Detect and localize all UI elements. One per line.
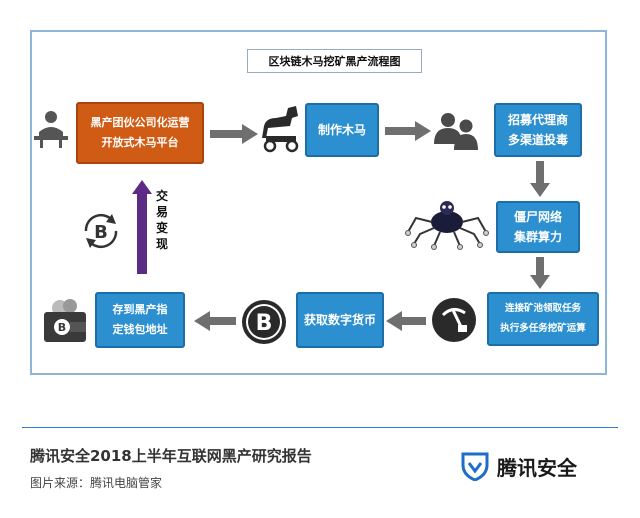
botnet-line-2: 集群算力 bbox=[513, 230, 562, 244]
botnet-box: 僵尸网络 集群算力 bbox=[496, 201, 580, 253]
shield-icon bbox=[461, 452, 489, 481]
report-title: 腾讯安全2018上半年互联网黑产研究报告 bbox=[30, 447, 312, 465]
wallet-line-2: 定钱包地址 bbox=[112, 323, 168, 336]
bitcoin-coin-icon: B bbox=[242, 300, 286, 344]
mining-box: 连接矿池领取任务 执行多任务挖矿运算 bbox=[487, 292, 599, 346]
wallet-icon: B bbox=[44, 299, 86, 342]
make-trojan-box: 制作木马 bbox=[305, 103, 379, 157]
arrow-gang-to-horse bbox=[210, 124, 258, 144]
bitcoin-cycle-icon: B bbox=[84, 213, 118, 249]
arrow-botnet-to-mining bbox=[530, 257, 550, 289]
people-icon bbox=[434, 113, 478, 150]
brand-name: 腾讯安全 bbox=[497, 455, 577, 480]
mining-line-2: 执行多任务挖矿运算 bbox=[500, 323, 586, 334]
arrow-recruit-to-botnet bbox=[530, 161, 550, 197]
get-coin-label: 获取数字货币 bbox=[303, 313, 376, 327]
arrow-mining-to-coin bbox=[386, 311, 426, 331]
image-source: 图片来源：腾讯电脑管家 bbox=[30, 476, 163, 490]
gang-line-1: 黑产团伙公司化运营 bbox=[90, 116, 190, 129]
arrow-trojan-to-people bbox=[385, 121, 431, 141]
make-trojan-label: 制作木马 bbox=[317, 123, 366, 137]
recruit-box: 招募代理商 多渠道投毒 bbox=[494, 103, 582, 157]
diagram-title: 区块链木马挖矿黑产流程图 bbox=[247, 49, 422, 73]
spider-robot-icon bbox=[405, 201, 489, 250]
wallet-line-1: 存到黑产指 bbox=[112, 303, 168, 316]
mining-line-1: 连接矿池领取任务 bbox=[504, 303, 581, 314]
businessman-icon bbox=[34, 111, 68, 148]
svg-text:B: B bbox=[58, 321, 66, 334]
pickaxe-icon bbox=[432, 298, 476, 342]
svg-text:B: B bbox=[94, 222, 108, 243]
footer-divider bbox=[22, 427, 618, 428]
wallet-box: 存到黑产指 定钱包地址 bbox=[95, 292, 185, 348]
recruit-line-1: 招募代理商 bbox=[507, 113, 568, 127]
gang-box: 黑产团伙公司化运营 开放式木马平台 bbox=[76, 102, 204, 164]
brand-logo: 腾讯安全 bbox=[461, 450, 577, 482]
trojan-horse-icon bbox=[262, 106, 299, 153]
svg-text:B: B bbox=[256, 311, 273, 336]
arrow-coin-to-wallet bbox=[194, 311, 236, 331]
get-coin-box: 获取数字货币 bbox=[296, 292, 384, 348]
exchange-up-arrow bbox=[132, 180, 152, 274]
gang-line-2: 开放式木马平台 bbox=[101, 136, 179, 149]
botnet-line-1: 僵尸网络 bbox=[513, 210, 562, 224]
recruit-line-2: 多渠道投毒 bbox=[507, 133, 568, 147]
exchange-label: 交易变现 bbox=[155, 189, 168, 251]
